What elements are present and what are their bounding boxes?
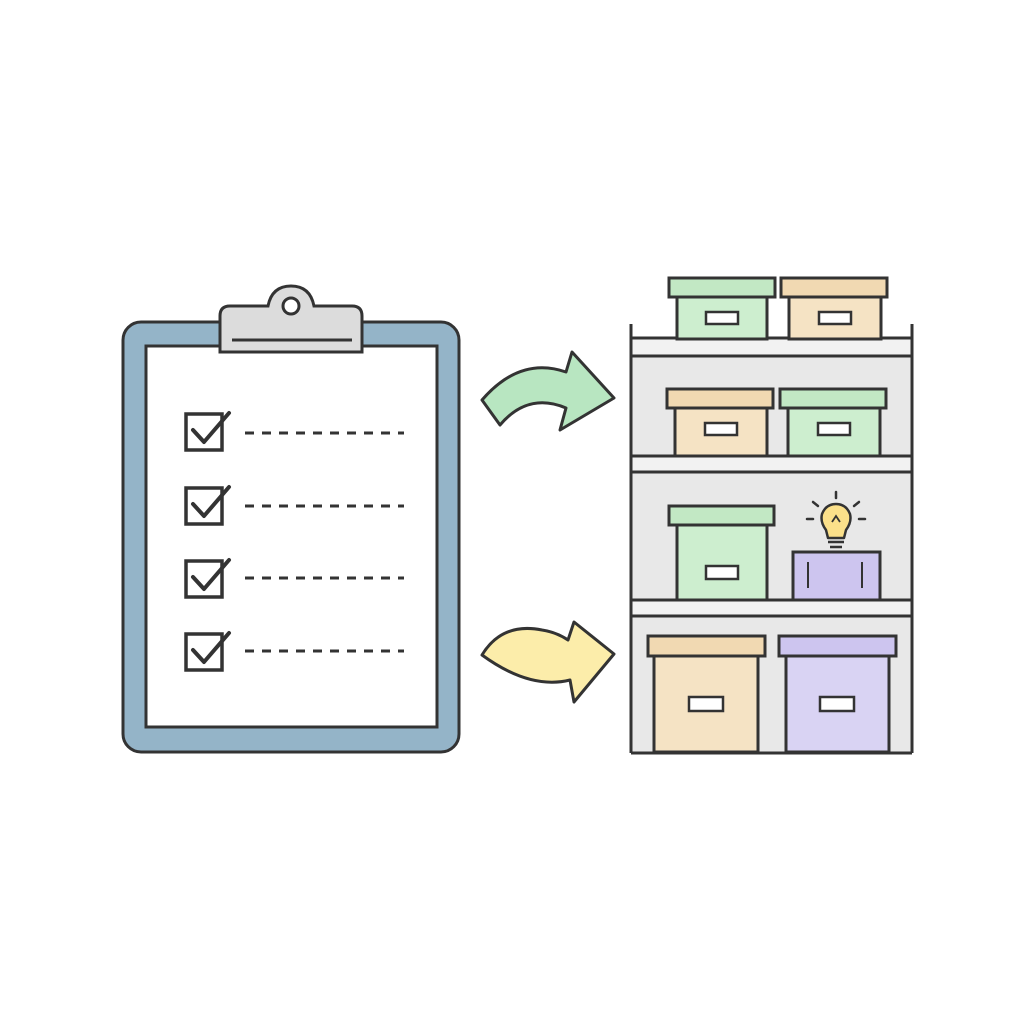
shelf-unit xyxy=(629,276,914,755)
arrow-yellow-icon xyxy=(480,620,616,704)
shelf2-box-green xyxy=(667,504,776,602)
clipboard-clip-icon xyxy=(218,284,364,354)
shelf2-box-purple xyxy=(791,550,882,602)
shelf1-box-green xyxy=(778,387,888,458)
checkbox-checked-icon xyxy=(184,632,224,672)
checkbox-checked-icon xyxy=(184,559,224,599)
shelf-board-1 xyxy=(629,454,914,474)
checklist-item xyxy=(184,558,404,599)
lightbulb-icon xyxy=(805,490,867,554)
shelf1-box-tan xyxy=(665,387,775,458)
shelf3-box-purple xyxy=(777,634,898,754)
clipboard-icon xyxy=(121,284,461,754)
top-box-tan xyxy=(779,276,889,341)
checklist xyxy=(184,411,404,672)
top-box-green xyxy=(667,276,777,341)
checklist-item xyxy=(184,411,404,452)
checkbox-checked-icon xyxy=(184,412,224,452)
arrow-green-icon xyxy=(480,350,616,432)
checkbox-checked-icon xyxy=(184,486,224,526)
checklist-item xyxy=(184,485,404,526)
shelf3-box-tan xyxy=(646,634,767,754)
shelf-board-top xyxy=(629,336,914,358)
shelf-board-2 xyxy=(629,598,914,618)
checklist-item xyxy=(184,631,404,672)
